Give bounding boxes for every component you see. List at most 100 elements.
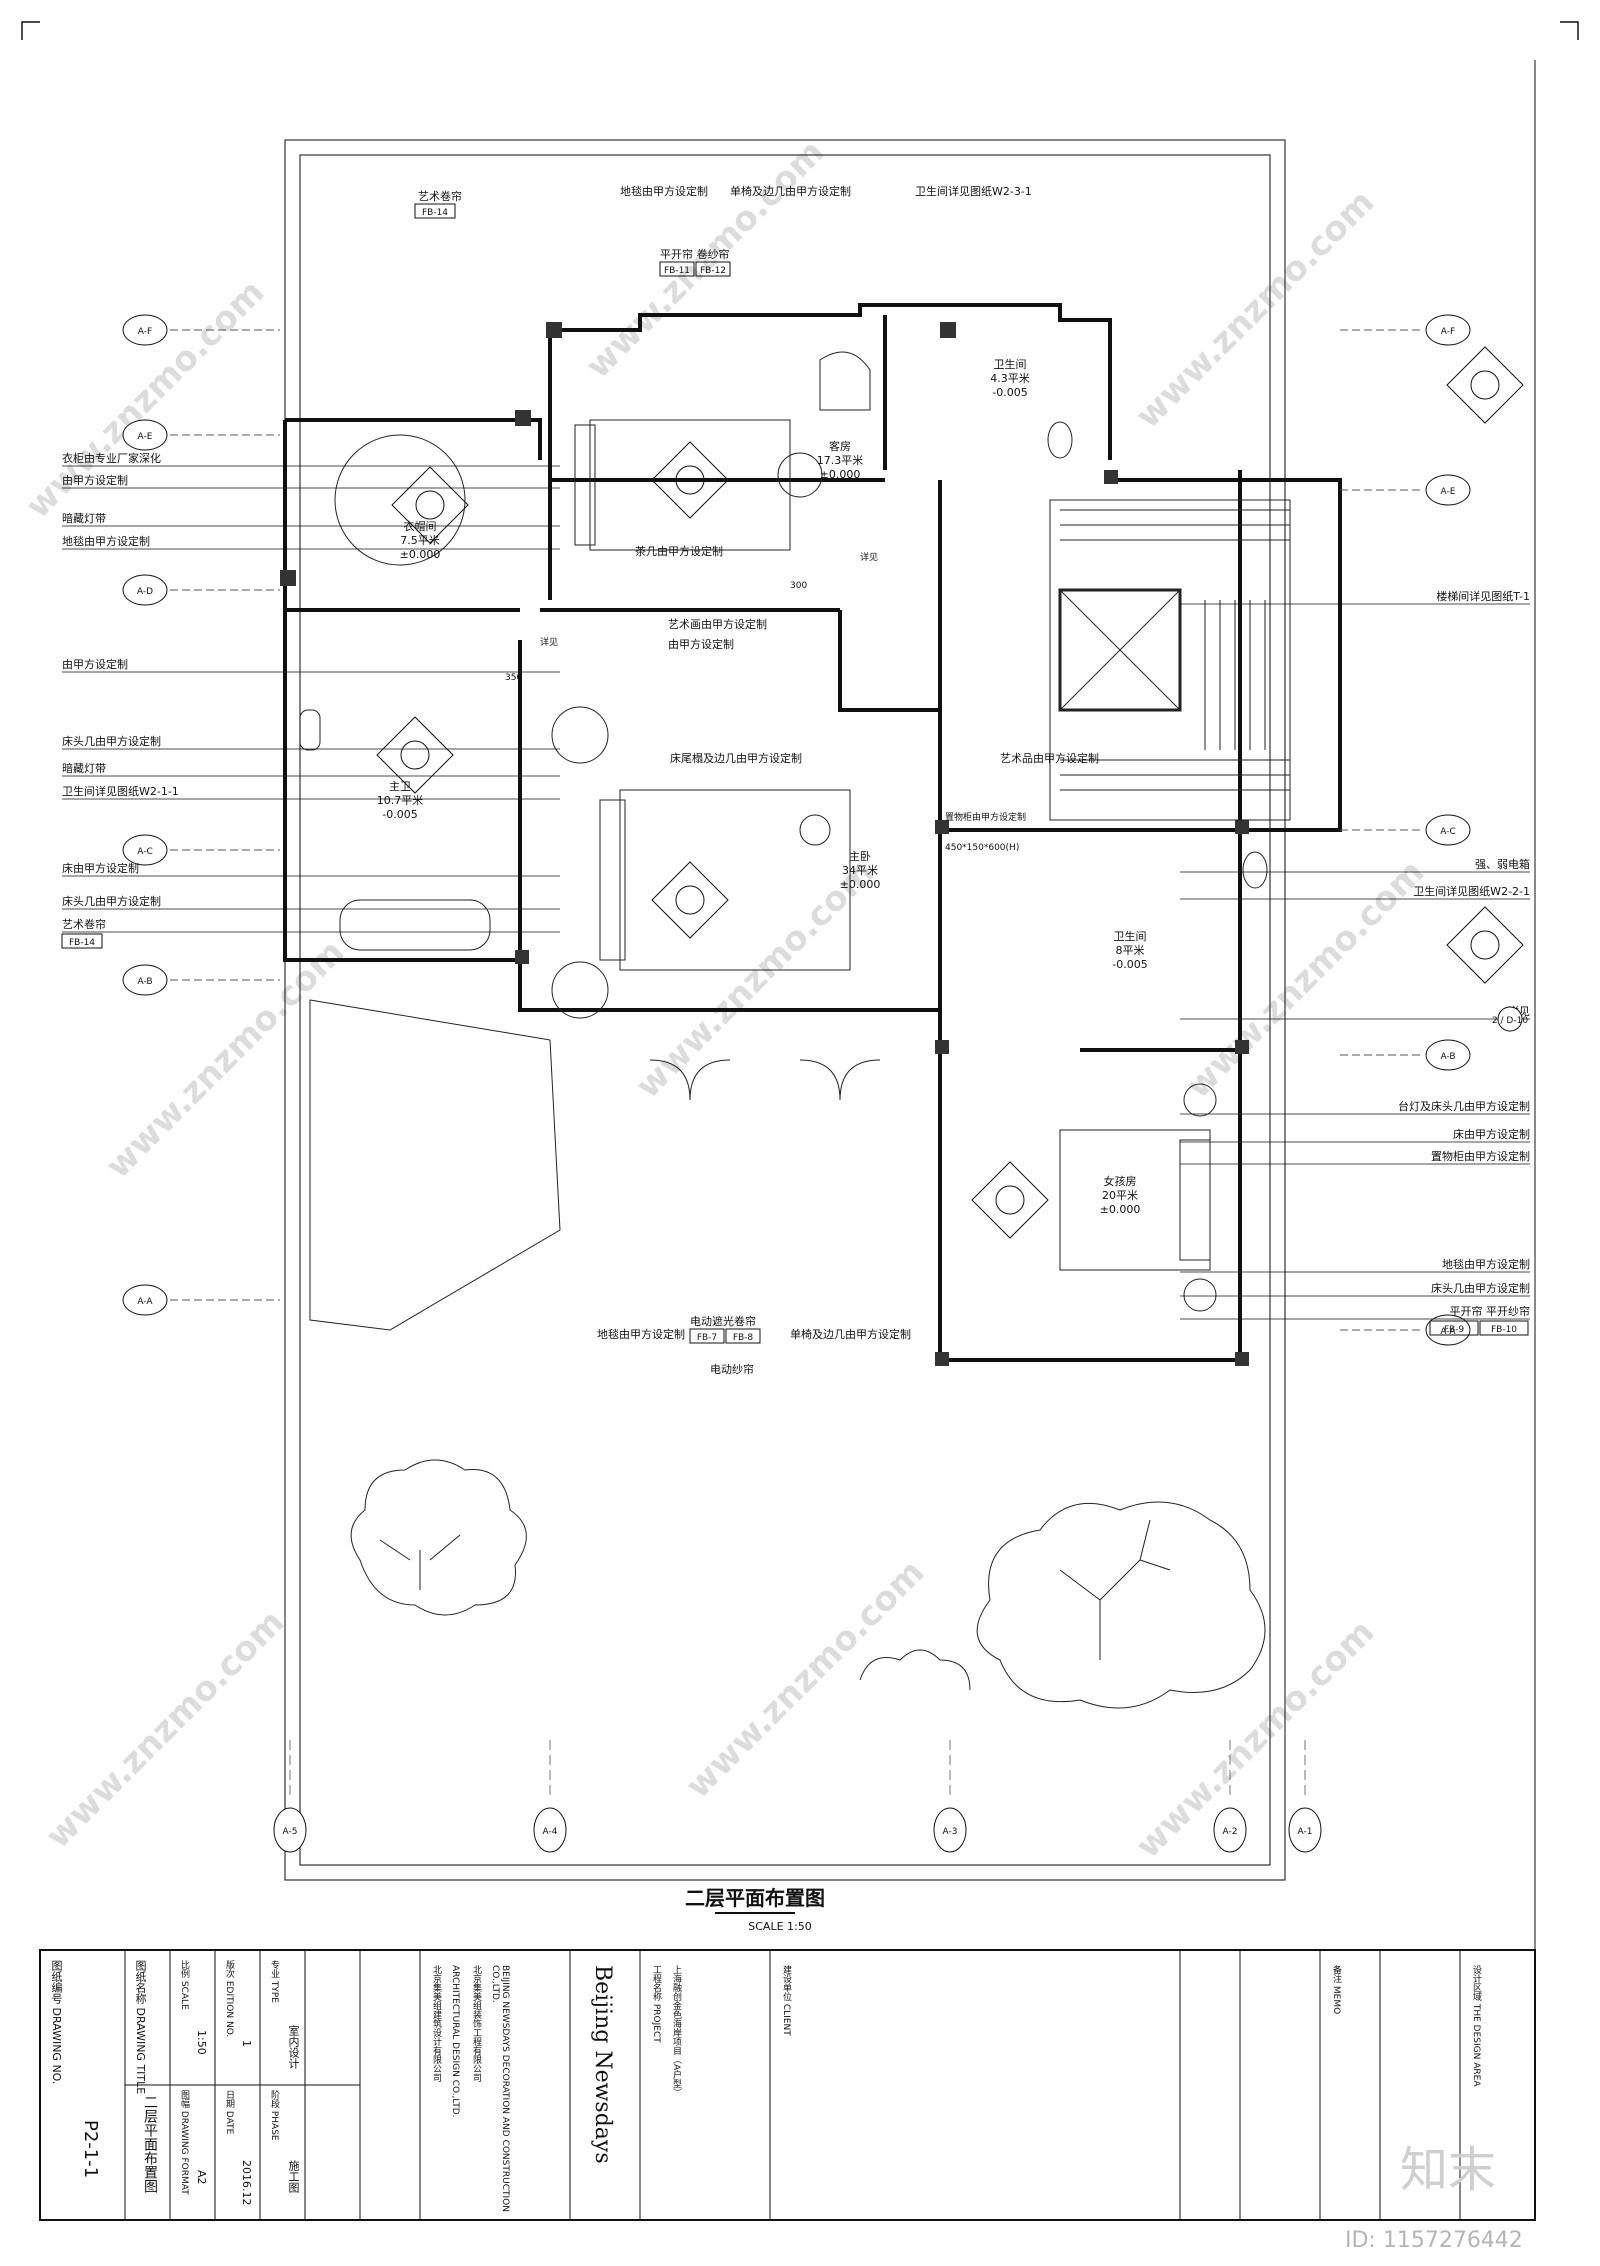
annotation-bottom: 单椅及边几由甲方设定制 (790, 1327, 911, 1341)
room-area: 20平米 (1102, 1189, 1138, 1202)
tb-design-area-label: 设计区域 THE DESIGN AREA (1471, 1965, 1481, 2087)
annotation-top: 平开帘 卷纱帘 (660, 247, 730, 261)
tree-right (859, 1501, 1266, 1709)
tb-phase-label: 阶段 PHASE (269, 2090, 279, 2141)
grid-label-v: A-5 (283, 1827, 298, 1837)
tb-project-name: 上海融创金色海岸项目（A户型） (671, 1965, 681, 2098)
grid-bubble-h (1425, 474, 1471, 506)
annotation-code: FB-11 (664, 266, 690, 276)
annotation-top: 艺术品由甲方设定制 (1000, 751, 1099, 765)
grid-bubble-h (122, 314, 168, 346)
annotation-left: 由甲方设定制 (62, 657, 128, 671)
annotation-left: 卫生间详见图纸W2-1-1 (62, 784, 179, 798)
elevation-marker (971, 1161, 1049, 1239)
tb-company-en: ARCHITECTURAL DESIGN CO.,LTD. (450, 1965, 460, 2118)
grid-label-h: A-A (137, 1297, 153, 1307)
annotation-left: 床头几由甲方设定制 (62, 734, 161, 748)
annotation-right: 楼梯间详见图纸T-1 (1436, 589, 1530, 603)
grid-bubble-h (1425, 1039, 1471, 1071)
annotation-code: FB-14 (422, 208, 448, 218)
tb-edition: 1 (240, 2040, 253, 2047)
tb-drawing-no-label: 图纸编号 DRAWING NO. (50, 1960, 63, 2085)
site-boundary (284, 139, 1286, 1881)
tb-phase: 施工图 (287, 2160, 300, 2193)
annotation-code-box (659, 261, 695, 277)
elevation-marker-circle (675, 885, 705, 915)
tb-company-cn2: 北京集美组装饰工程有限公司 (471, 1965, 481, 2082)
grid-label-v: A-3 (943, 1827, 958, 1837)
annotation-code-box (725, 1328, 761, 1344)
elevation-marker (376, 716, 454, 794)
grid-bubble-v (933, 1807, 967, 1853)
annotation-left: 床头几由甲方设定制 (62, 894, 161, 908)
annotation-top: 茶几由甲方设定制 (635, 544, 723, 558)
grid-label-h: A-F (138, 327, 152, 337)
room-name: 卫生间 (1114, 929, 1147, 943)
watermark-3: www.znzmo.com (1128, 182, 1382, 436)
elevation-marker (1446, 906, 1524, 984)
annotation-left: 暗藏灯带 (62, 761, 106, 775)
annotation-code: FB-10 (1491, 1325, 1517, 1335)
annotation-code-box (414, 203, 456, 219)
furniture (299, 351, 1268, 1312)
corner-marks (21, 21, 1579, 40)
elevation-marker-circle (1470, 930, 1500, 960)
stair (1049, 499, 1291, 821)
elevation-marker-circle (1470, 370, 1500, 400)
room-level: ±0.000 (820, 468, 861, 481)
annotation-code-box (695, 261, 731, 277)
annotation-code-box (1429, 1320, 1479, 1336)
room-name: 女孩房 (1104, 1174, 1137, 1188)
note-detail-2: 详见 (860, 551, 878, 563)
detail-ref: 2 / D-10 (1492, 1016, 1528, 1026)
room-area: 7.5平米 (400, 534, 440, 547)
grid-label-v: A-4 (543, 1827, 558, 1837)
grid-label-h: A-A (1440, 1327, 1456, 1337)
note-dim-300: 300 (790, 581, 807, 591)
annotation-right: 床头几由甲方设定制 (1431, 1281, 1530, 1295)
brand-mark: 知末 (1400, 2142, 1497, 2198)
grid-label-h: A-F (1441, 327, 1455, 337)
annotation-left: 艺术卷帘 (418, 189, 462, 203)
room-level: ±0.000 (840, 878, 881, 891)
grid-label-h: A-B (137, 977, 152, 987)
note-detail-1: 详见 (540, 636, 558, 648)
note-cabinet: 置物柜由甲方设定制 (945, 811, 1026, 823)
grid-bubble-h (122, 1284, 168, 1316)
room-tags: 客房17.3平米±0.000卫生间4.3平米-0.005衣帽间7.5平米±0.0… (376, 346, 1524, 1239)
annotation-top: 艺术画由甲方设定制 (668, 617, 767, 631)
annotation-right: 卫生间详见图纸W2-2-1 (1413, 884, 1530, 898)
grid-label-v: A-1 (1298, 1827, 1313, 1837)
watermark-9: www.znzmo.com (1128, 1612, 1382, 1866)
grid-label-h: A-E (1441, 487, 1456, 497)
grid-bubble-h (122, 964, 168, 996)
room-level: ±0.000 (400, 548, 441, 561)
grid-bubble-h (122, 574, 168, 606)
tree-left (350, 1459, 527, 1616)
watermark-8: www.znzmo.com (678, 1552, 932, 1806)
elevation-marker (651, 861, 729, 939)
annotation-code: FB-12 (700, 266, 726, 276)
tb-company-cn: 北京集美组建筑设计有限公司 (431, 1965, 441, 2082)
tb-drawing-title-label: 图纸名称 DRAWING TITLE (134, 1960, 147, 2095)
grid-bubble-h (122, 419, 168, 451)
room-name: 主卫 (389, 780, 411, 793)
annotation-code-box (61, 933, 103, 949)
balcony (309, 999, 561, 1331)
room-name: 客房 (829, 439, 851, 453)
elevation-marker (1446, 346, 1524, 424)
tb-edition-label: 版次 EDITION NO. (224, 1960, 234, 2038)
annotation-left: 暗藏灯带 (62, 511, 106, 525)
annotation-top: 床尾榻及边几由甲方设定制 (670, 751, 802, 765)
annotation-right: 强、弱电箱 (1475, 857, 1530, 871)
title-block-frame (39, 1949, 1536, 2221)
grid-bubble-h (1425, 1314, 1471, 1346)
tb-format-label: 图幅 DRAWING FORMAT (179, 2090, 189, 2195)
annotation-bottom: 电动遮光卷帘 (690, 1314, 756, 1328)
annotation-top: 由甲方设定制 (668, 637, 734, 651)
structural-columns (280, 322, 1249, 1366)
